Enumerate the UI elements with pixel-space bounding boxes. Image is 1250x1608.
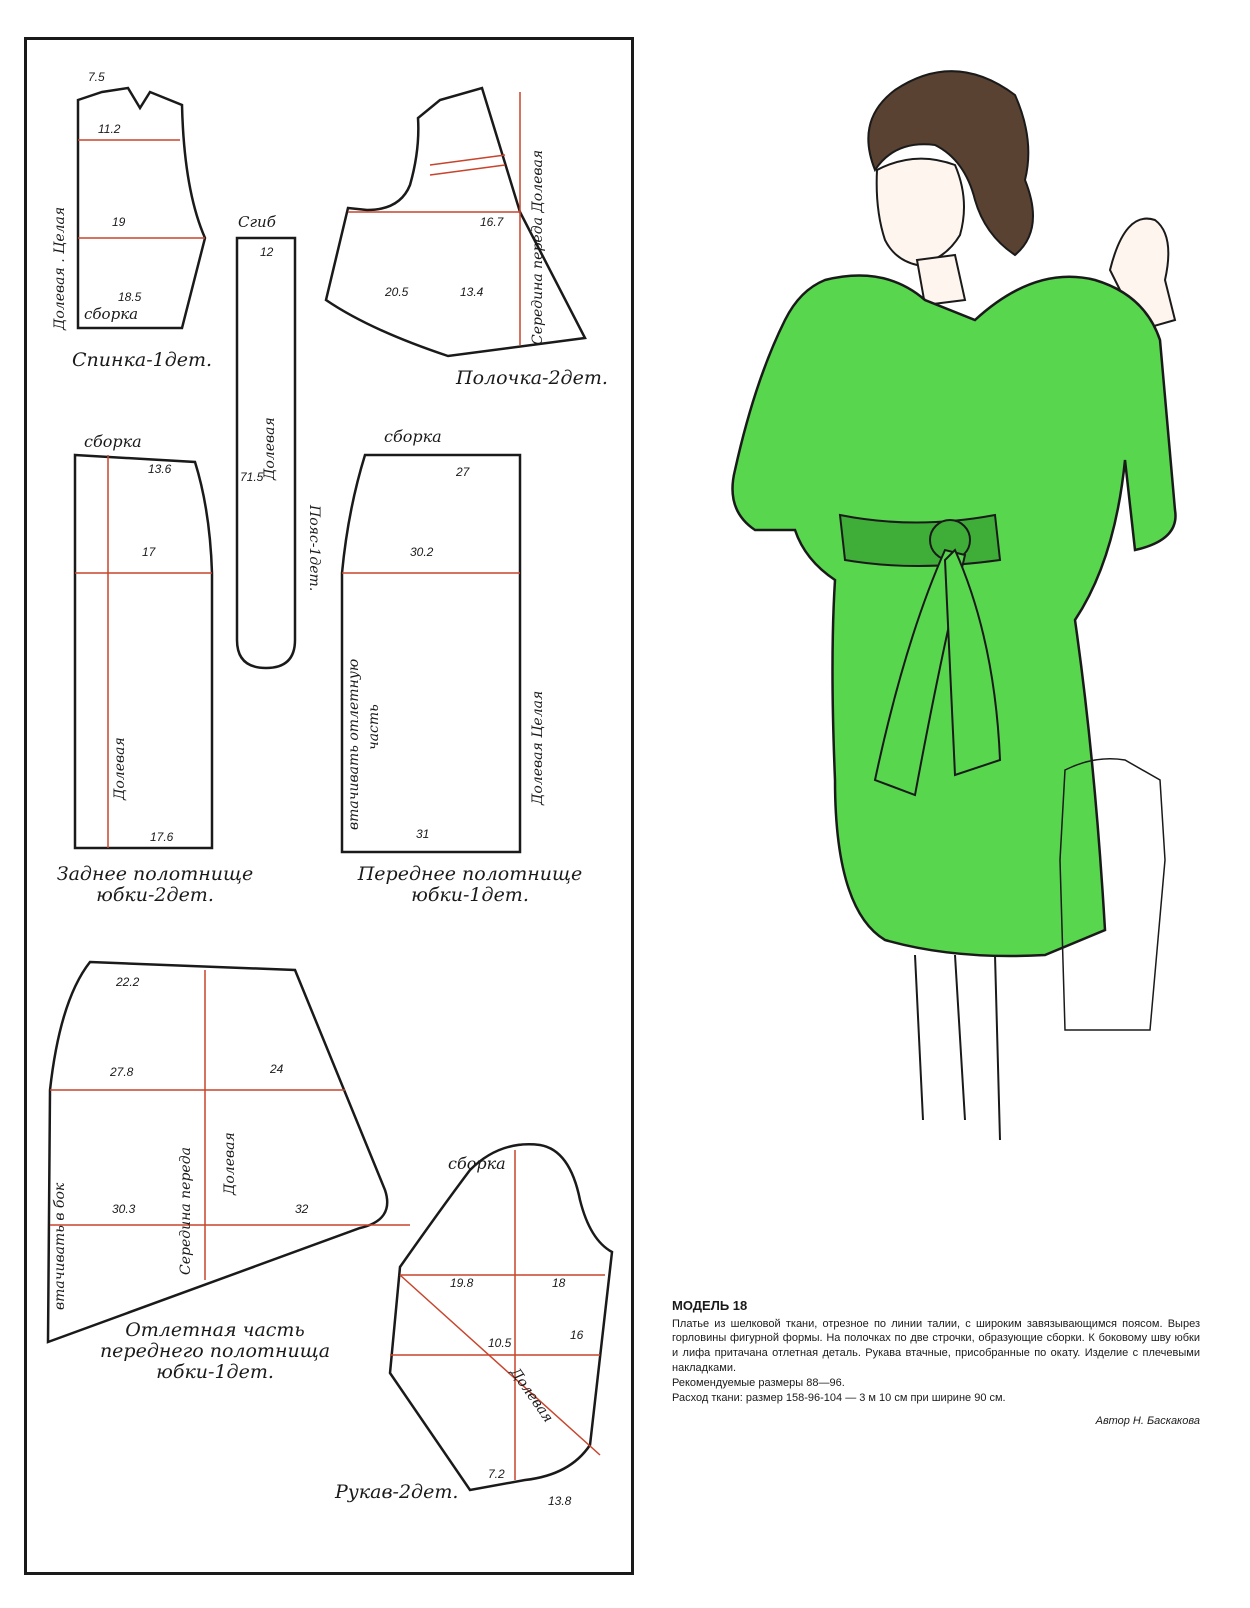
sleeve-dim-7: 19.8 <box>450 1276 474 1290</box>
belt-fold-label: Сгиб <box>238 213 276 231</box>
front-bodice-outline <box>324 86 587 358</box>
sleeve-dim-17: 7.2 <box>488 1467 505 1481</box>
back-dim-10: 19 <box>112 215 126 229</box>
drape-label-1: Отлетная часть <box>125 1319 305 1341</box>
drape-dim-5: 22.2 <box>116 975 140 989</box>
back-skirt-label-2: юбки-2дет. <box>96 883 214 906</box>
model-title: МОДЕЛЬ 18 <box>672 1298 748 1313</box>
face-shape <box>875 157 965 267</box>
back-bodice-grain: Долевая . Целая <box>52 206 68 330</box>
drape-label-3: юбки-1дет. <box>156 1360 274 1383</box>
front-skirt-gather: сборка <box>384 427 442 446</box>
front-skirt-dim-4: 30.2 <box>410 545 434 559</box>
back-dim-7: 11.2 <box>98 122 121 136</box>
drape-center: Середина переда <box>178 1147 194 1275</box>
belt-width: 12 <box>260 245 274 259</box>
sleeve-dim-20: 13.8 <box>548 1494 572 1508</box>
sleeve-gather: сборка <box>448 1154 506 1173</box>
drape-dim-8: 27.8 <box>110 1065 134 1079</box>
front-bodice-label: Полочка-2дет. <box>456 367 608 389</box>
back-skirt-dim-9: 17.6 <box>150 830 174 844</box>
sleeve-dim-8: 18 <box>552 1276 566 1290</box>
back-bodice-label: Спинка-1дет. <box>72 349 213 371</box>
model-description: МОДЕЛЬ 18 Платье из шелковой ткани, отре… <box>672 1297 1200 1428</box>
sleeve-dim-11: 10.5 <box>488 1336 512 1350</box>
model-body: Платье из шелковой ткани, отрезное по ли… <box>672 1317 1200 1375</box>
belt-label: Пояс-1дет. <box>306 505 322 592</box>
pattern-frame <box>24 37 634 1575</box>
front-bodice-dim-12: 13.4 <box>460 285 484 299</box>
model-author: Автор Н. Баскакова <box>1095 1414 1200 1427</box>
front-bodice-dim-8: 16.7 <box>480 215 504 229</box>
back-skirt-grain: Долевая <box>112 737 128 800</box>
fashion-illustration <box>731 70 1177 1141</box>
front-bodice-dim-11: 20.5 <box>385 285 409 299</box>
back-skirt-label-1: Заднее полотнище <box>56 863 254 885</box>
front-skirt-label-1: Переднее полотнище <box>357 863 583 885</box>
front-skirt-dim-6: 31 <box>416 827 430 841</box>
drape-dim-9: 24 <box>270 1062 284 1076</box>
back-skirt-gather: сборка <box>84 432 142 451</box>
drape-outline <box>46 960 389 1344</box>
back-dim-13: 18.5 <box>118 290 142 304</box>
back-skirt-dim-2: 13.6 <box>148 462 172 476</box>
back-view-sketch <box>1059 758 1166 1031</box>
sleeve-outline <box>388 1143 614 1492</box>
front-skirt-label: Переднее полотнище юбки-1дет. <box>358 864 583 906</box>
hair-shape <box>867 70 1034 257</box>
back-skirt-outline <box>73 453 214 850</box>
drape-grain: Долевая <box>222 1132 238 1195</box>
drape-inset: втачивать в бок <box>52 1182 68 1310</box>
belt-outline <box>235 236 297 670</box>
sash-shape <box>838 513 1002 567</box>
back-skirt-dim-6: 17 <box>142 545 156 559</box>
back-bodice-gather: сборка <box>84 305 139 323</box>
sleeve-label: Рукав-2дет. <box>335 1481 459 1503</box>
front-skirt-label-2: юбки-1дет. <box>411 883 529 906</box>
back-dim-1: 7.5 <box>88 70 105 84</box>
model-fabric: Расход ткани: размер 158-96-104 — 3 м 10… <box>672 1391 1006 1404</box>
front-skirt-outline <box>340 453 522 854</box>
front-skirt-dim-1: 27 <box>456 465 470 479</box>
back-skirt-label: Заднее полотнище юбки-2дет. <box>57 864 254 906</box>
front-bodice-grain: Середина переда Долевая <box>530 149 546 345</box>
model-sizes: Рекомендуемые размеры 88—96. <box>672 1376 845 1389</box>
sleeve-dim-12: 16 <box>570 1328 584 1342</box>
drape-dim-11: 30.3 <box>112 1202 136 1216</box>
drape-dim-12: 32 <box>295 1202 309 1216</box>
belt-length: 71.5 <box>240 470 264 484</box>
front-skirt-inset-2: часть <box>366 704 382 750</box>
front-skirt-inset-1: втачивать отлетную <box>346 658 362 830</box>
drape-label-2: переднего полотнища <box>99 1339 331 1362</box>
front-skirt-grain: Долевая Целая <box>530 690 546 805</box>
drape-label: Отлетная часть переднего полотнища юбки-… <box>100 1320 330 1383</box>
belt-grain: Долевая <box>262 417 278 480</box>
